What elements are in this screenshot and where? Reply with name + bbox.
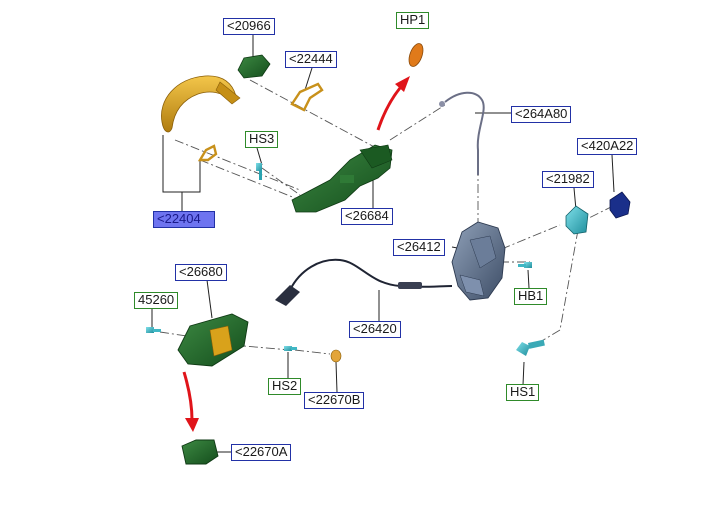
door-latch [451, 221, 506, 301]
callout-hs3[interactable]: HS3 [245, 131, 279, 148]
callout-26684[interactable]: <26684 [341, 208, 393, 225]
callout-26680[interactable]: <26680 [175, 264, 227, 281]
callout-hs2[interactable]: HS2 [268, 378, 302, 395]
handle-frame-bracket [291, 144, 393, 213]
cable-264a80 [439, 91, 485, 175]
direction-arrow-upper [376, 76, 410, 131]
direction-arrow-lower [182, 371, 199, 432]
callout-hp1[interactable]: HP1 [396, 12, 430, 29]
screw-45260 [146, 327, 161, 333]
handle-gasket-front [290, 82, 324, 112]
callout-26420[interactable]: <26420 [349, 321, 401, 338]
callout-420a22[interactable]: <420A22 [577, 138, 638, 155]
hp1-plug [408, 43, 424, 67]
callout-22670b[interactable]: <22670B [304, 392, 365, 409]
callout-22404[interactable]: <22404 [153, 211, 215, 228]
cable-26420 [275, 258, 453, 306]
callout-hb1[interactable]: HB1 [514, 288, 548, 305]
hs2-screw [284, 346, 297, 351]
leader-lines [151, 34, 615, 453]
cover-22670a [181, 439, 219, 465]
lock-cylinder-cover [237, 54, 271, 79]
callout-264a80[interactable]: <264A80 [511, 106, 572, 123]
inner-handle-26680 [177, 313, 249, 367]
hs1-bolt [516, 339, 545, 356]
callout-hs1[interactable]: HS1 [506, 384, 540, 401]
callout-20966[interactable]: <20966 [223, 18, 275, 35]
outer-door-handle [161, 75, 241, 133]
handle-gasket-rear [197, 144, 218, 162]
hs3-screw [256, 163, 262, 180]
plug-22670b [330, 349, 342, 363]
callout-22670a[interactable]: <22670A [231, 444, 292, 461]
hb1-bolt [518, 262, 532, 268]
callout-45260[interactable]: 45260 [134, 292, 179, 309]
striker-plate-420a22 [609, 191, 631, 219]
striker-21982 [565, 205, 589, 235]
callout-22444[interactable]: <22444 [285, 51, 337, 68]
callout-26412[interactable]: <26412 [393, 239, 445, 256]
callout-21982[interactable]: <21982 [542, 171, 594, 188]
